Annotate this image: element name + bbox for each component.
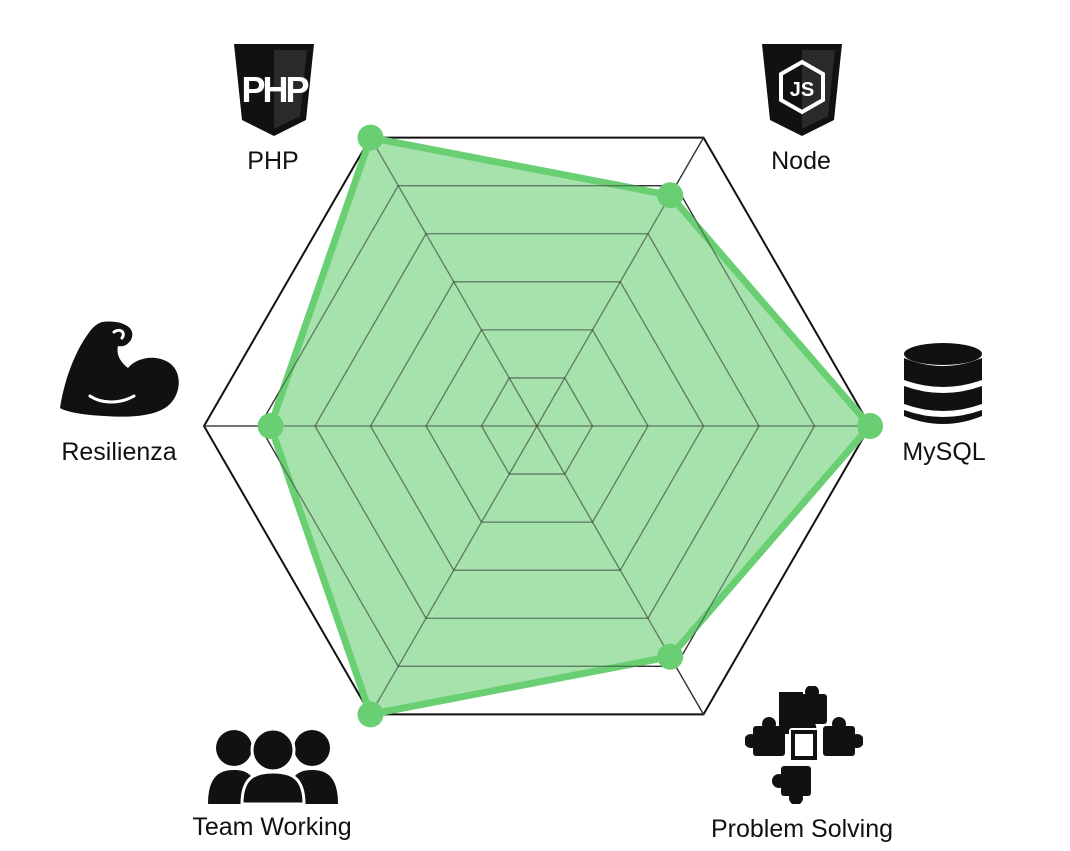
radar-spoke	[369, 425, 538, 715]
radar-series	[204, 124, 883, 728]
svg-text:JS: JS	[790, 79, 814, 101]
radar-point-team-working	[357, 701, 384, 728]
axis-label-problem-solving: Problem Solving	[710, 815, 894, 843]
radar-point-node	[657, 182, 684, 209]
radar-point-problem-solving	[657, 643, 684, 670]
radar-spoke	[369, 137, 538, 427]
axis-label-resilienza: Resilienza	[61, 438, 177, 466]
nodejs-shield-icon: JS	[762, 44, 842, 136]
database-icon	[904, 343, 982, 424]
team-icon	[208, 727, 338, 804]
axis-label-php: PHP	[247, 147, 299, 175]
php-shield-icon: PHP	[234, 44, 314, 136]
flexed-arm-icon	[60, 321, 179, 417]
radar-point-resilienza	[257, 413, 284, 439]
axis-label-node: Node	[771, 147, 831, 175]
puzzle-icon	[745, 686, 863, 804]
radar-point-mysql	[857, 413, 883, 439]
radar-point-php	[357, 124, 384, 151]
svg-text:PHP: PHP	[241, 69, 308, 110]
axis-label-mysql: MySQL	[902, 438, 986, 466]
axis-label-team-working: Team Working	[192, 813, 352, 841]
